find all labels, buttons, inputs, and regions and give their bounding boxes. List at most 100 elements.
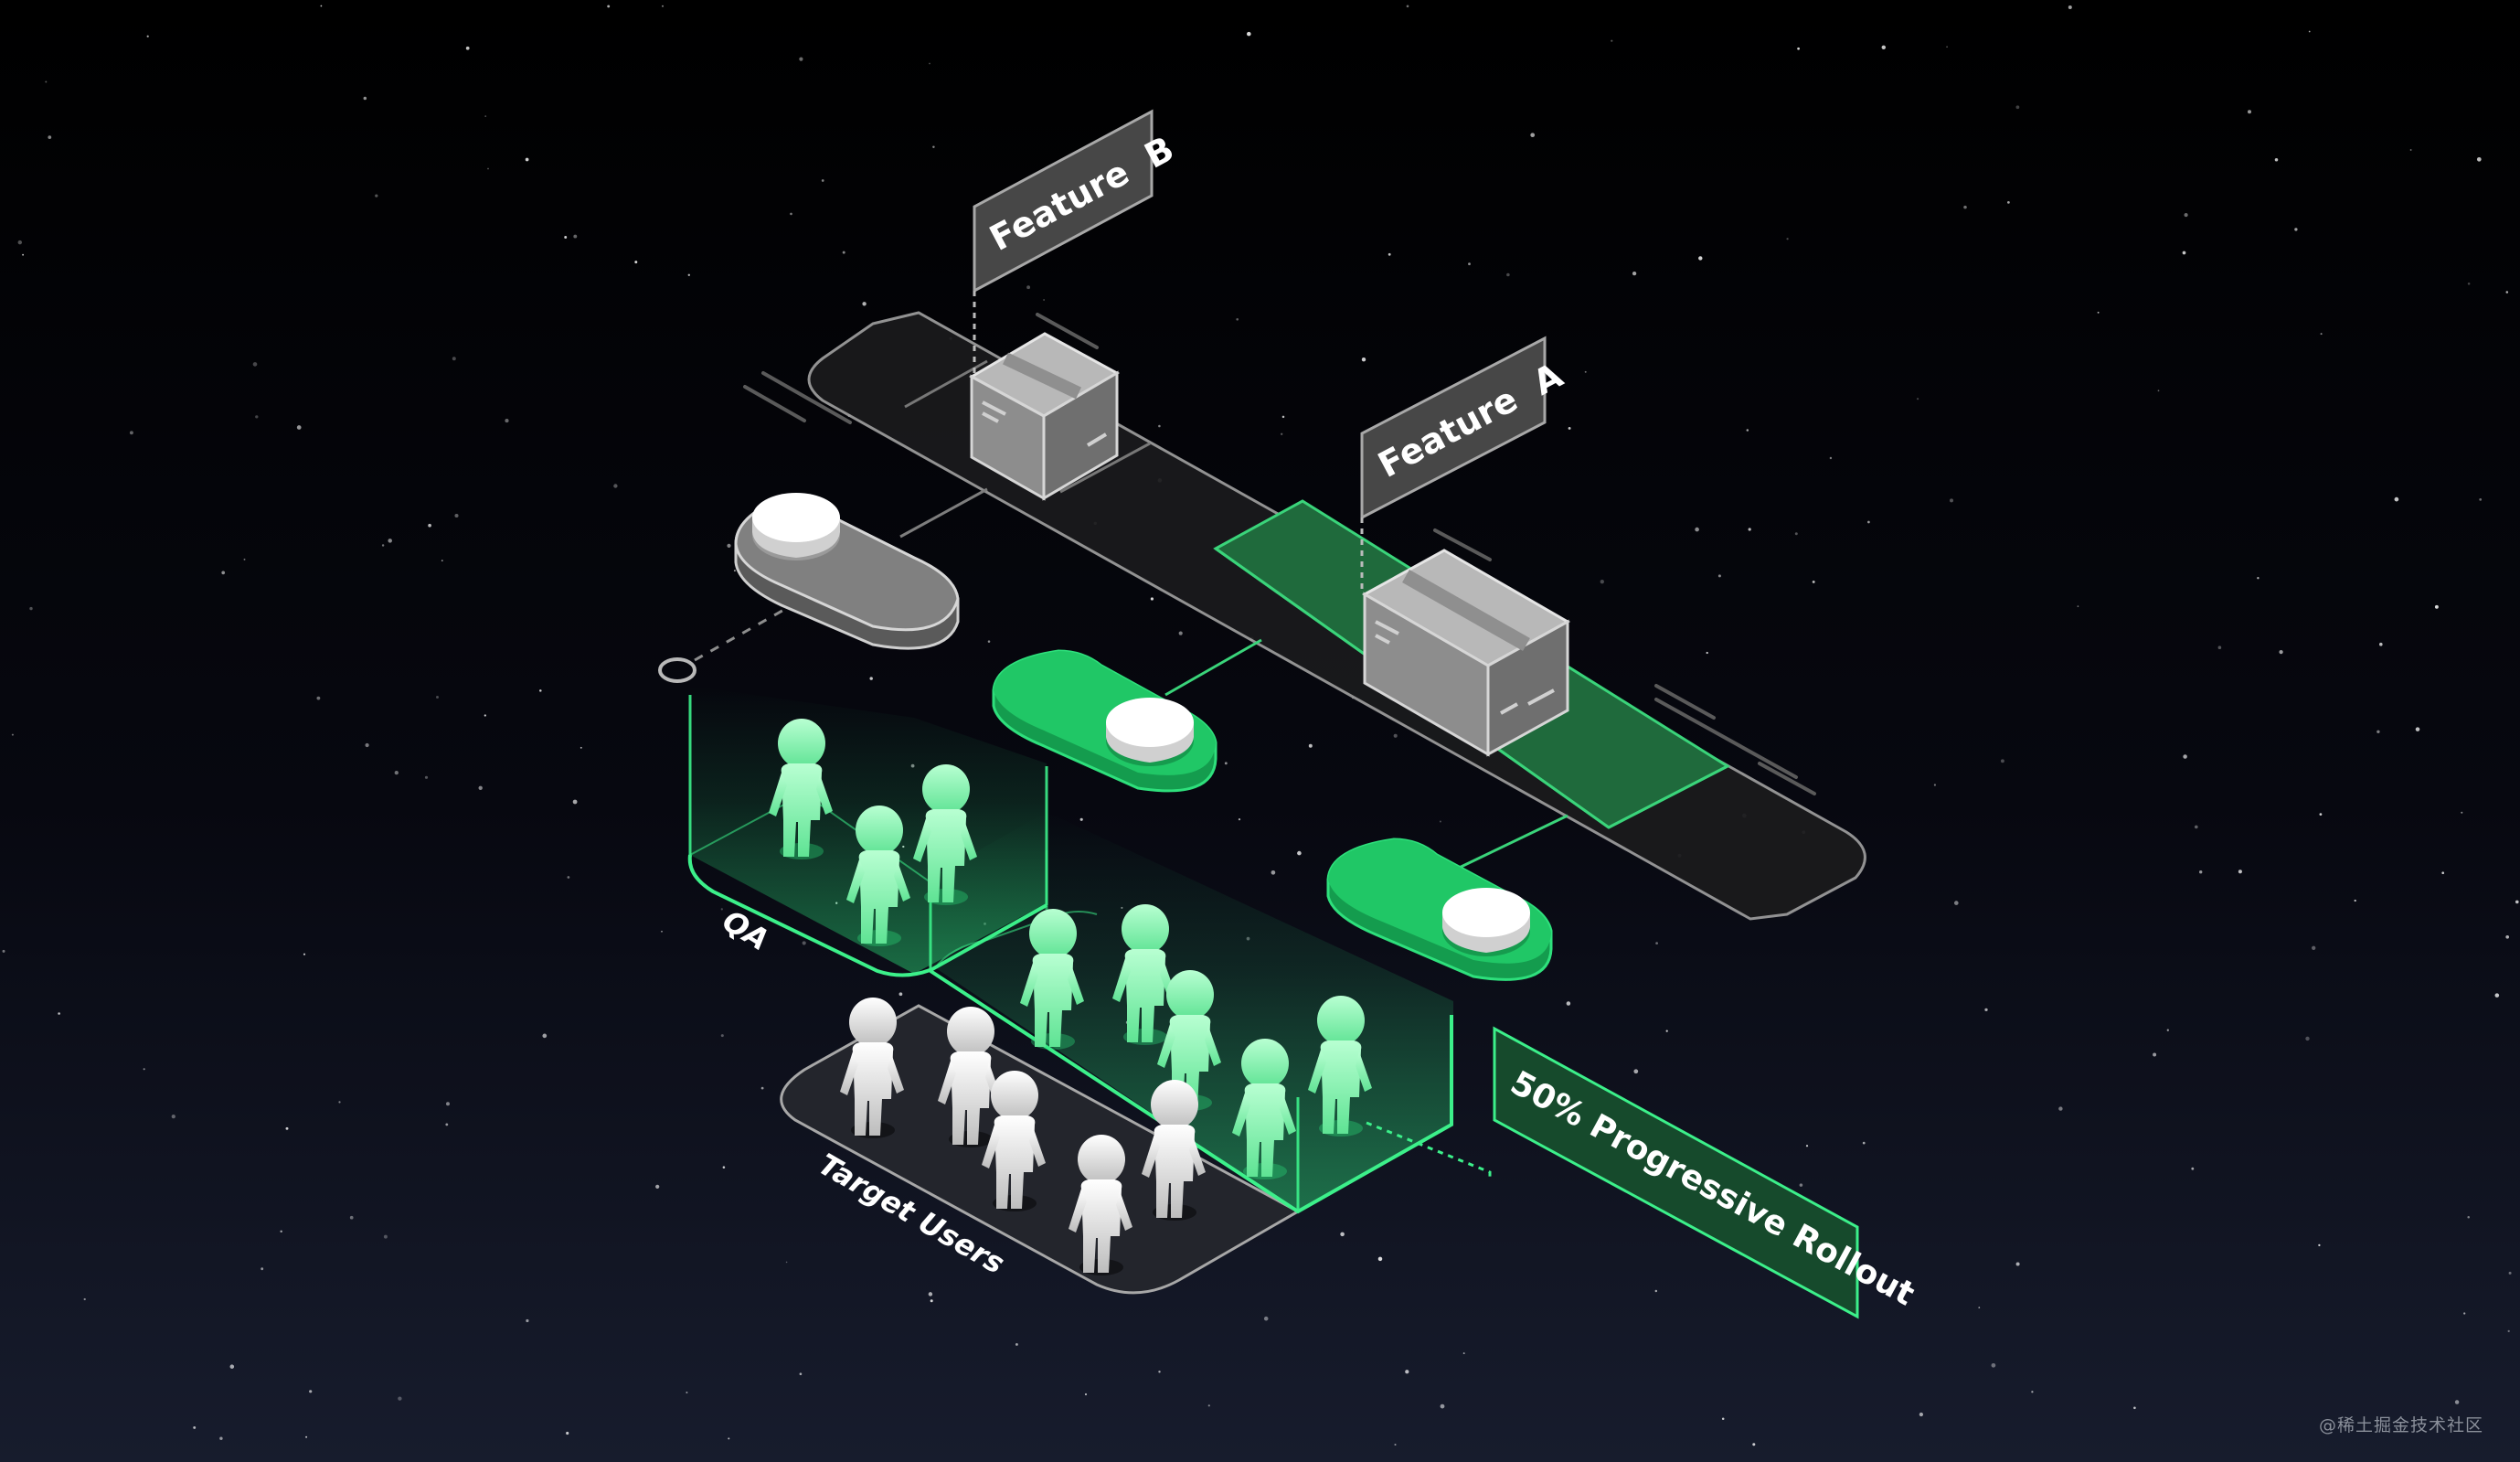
star — [2183, 754, 2187, 759]
package-box-icon-feature-a — [1361, 549, 1571, 757]
star — [1263, 1316, 1269, 1321]
star — [2379, 642, 2383, 646]
star — [785, 1261, 788, 1264]
star — [1340, 1232, 1345, 1237]
star — [1805, 1145, 1809, 1147]
star — [1297, 850, 1302, 856]
star — [2153, 1052, 2157, 1057]
star — [1919, 1412, 1924, 1417]
star — [1530, 133, 1536, 138]
star — [1271, 870, 1276, 875]
star — [898, 992, 903, 997]
star — [1963, 205, 1967, 209]
star — [2507, 1329, 2510, 1333]
star — [229, 1364, 235, 1369]
star — [661, 930, 663, 933]
star — [2184, 213, 2188, 218]
star — [928, 1292, 933, 1297]
star — [11, 733, 14, 736]
star — [573, 234, 578, 239]
star — [1654, 1289, 1658, 1293]
star — [2194, 825, 2198, 829]
star — [2217, 646, 2222, 649]
toggle-switch-icon-feature-a-rollout[interactable] — [1326, 838, 1553, 981]
star — [1468, 262, 1471, 266]
star — [1393, 733, 1398, 738]
star — [1991, 1362, 1996, 1368]
star — [1706, 651, 1708, 655]
star — [539, 689, 542, 692]
star — [2305, 1036, 2310, 1041]
star — [790, 212, 792, 216]
star — [2476, 156, 2482, 162]
star — [445, 1123, 449, 1126]
star — [2133, 1406, 2136, 1410]
star — [1794, 532, 1798, 536]
toggle-switch-icon-feature-a-qa[interactable] — [992, 649, 1217, 793]
star — [2454, 1400, 2460, 1404]
star — [219, 1436, 223, 1440]
star — [1933, 784, 1936, 786]
star — [375, 194, 378, 197]
star — [452, 357, 456, 361]
star — [171, 1114, 175, 1119]
star — [526, 1318, 529, 1323]
star — [720, 908, 723, 911]
star — [2248, 110, 2251, 114]
star — [2505, 934, 2510, 939]
star — [316, 696, 321, 700]
star — [505, 419, 509, 423]
star — [1953, 901, 1959, 905]
star — [572, 799, 578, 805]
star — [22, 253, 24, 256]
star — [1799, 1183, 1803, 1187]
star — [720, 1034, 724, 1038]
star — [929, 62, 930, 65]
star — [338, 1101, 341, 1104]
star — [821, 179, 824, 182]
star — [1611, 39, 1613, 42]
package-box-icon-feature-b — [968, 332, 1121, 501]
star — [363, 96, 367, 101]
star — [1568, 426, 1571, 430]
star — [2479, 498, 2483, 501]
watermark: @稀土掘金技术社区 — [2318, 1415, 2483, 1435]
star — [1812, 580, 1815, 583]
star — [2015, 105, 2020, 110]
star — [2058, 1106, 2063, 1111]
star — [2463, 1312, 2466, 1315]
star — [436, 696, 439, 699]
star — [1633, 1069, 1639, 1074]
star — [655, 1184, 660, 1190]
star — [2, 949, 5, 953]
star — [484, 115, 487, 117]
star — [465, 46, 470, 50]
star — [662, 5, 664, 7]
star — [2182, 251, 2186, 255]
star — [17, 240, 23, 245]
star — [1797, 47, 1800, 50]
toggle-switch-icon-qa[interactable] — [734, 493, 960, 650]
star — [1950, 498, 1953, 503]
star — [129, 431, 133, 435]
star — [1584, 370, 1587, 373]
star — [1829, 456, 1833, 460]
star — [280, 1230, 282, 1233]
star — [1600, 580, 1604, 584]
star — [2319, 813, 2323, 816]
star — [842, 251, 845, 254]
star — [2515, 900, 2519, 904]
star — [1752, 1443, 1756, 1446]
star — [296, 425, 302, 430]
star — [1043, 299, 1045, 301]
star — [2238, 870, 2242, 874]
star — [760, 1086, 764, 1090]
star — [2166, 1029, 2169, 1031]
star — [398, 1396, 402, 1401]
star — [728, 1437, 730, 1440]
star — [1506, 272, 1510, 277]
star — [1394, 1443, 1397, 1446]
star — [2031, 1391, 2034, 1393]
star — [686, 1391, 688, 1394]
star — [1026, 285, 1031, 290]
